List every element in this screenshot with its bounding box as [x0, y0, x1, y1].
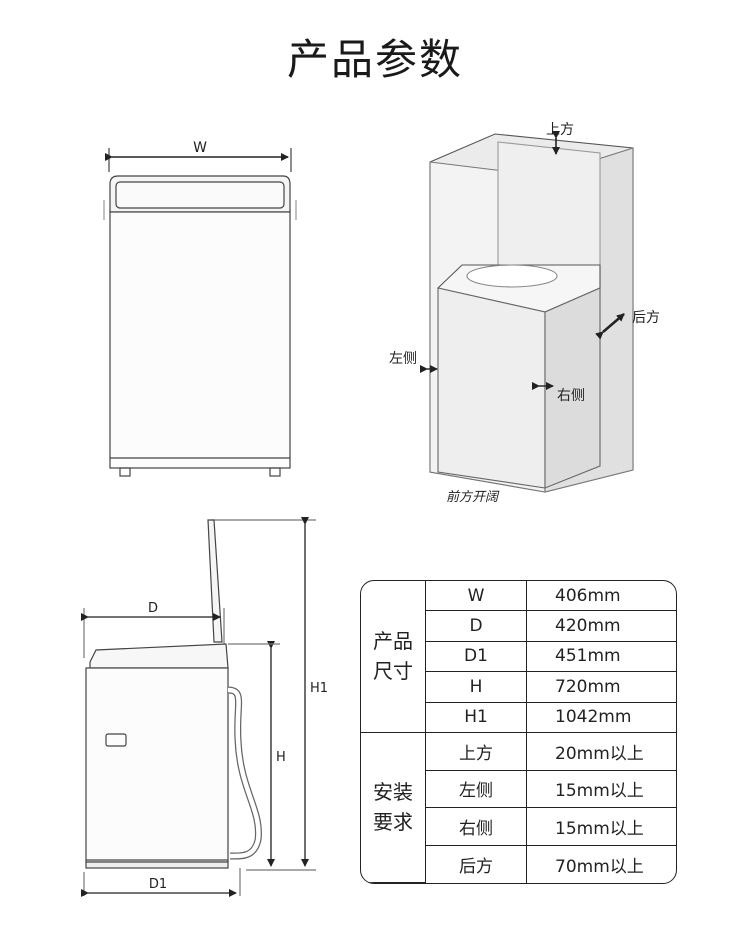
back-clearance-label: 后方 [632, 310, 660, 326]
table-row: H 720mm [361, 671, 676, 703]
spec-key: D1 [425, 640, 527, 673]
left-clearance-label: 左侧 [389, 351, 417, 367]
table-row: 安装 要求 上方 20mm以上 [361, 731, 676, 883]
group-label-size: 产品 尺寸 [361, 581, 426, 733]
right-clearance-label: 右侧 [557, 388, 585, 404]
table-row: 后方 70mm以上 [361, 845, 676, 883]
spec-value: 451mm [526, 640, 676, 673]
spec-value: 15mm以上 [526, 769, 676, 809]
spec-value: 420mm [526, 610, 676, 642]
table-row: 左侧 15mm以上 [361, 769, 676, 809]
spec-key: 上方 [425, 731, 527, 771]
spec-key: D [425, 610, 527, 642]
spec-value: 20mm以上 [526, 731, 676, 771]
page-title: 产品参数 [286, 35, 463, 84]
depth-label: D [148, 601, 158, 616]
spec-table: 产品 尺寸 W 406mm D 420mm D1 451mm H 720mm H… [360, 580, 677, 884]
spec-key: H1 [425, 701, 527, 733]
spec-key: H [425, 671, 527, 703]
front-view-diagram [103, 148, 297, 477]
table-row: 产品 尺寸 W 406mm [361, 581, 676, 733]
table-row: H1 1042mm [361, 701, 676, 733]
depth1-label: D1 [149, 877, 167, 892]
spec-value: 70mm以上 [526, 845, 676, 883]
spec-key: 后方 [425, 845, 527, 883]
table-row: D 420mm [361, 610, 676, 642]
width-label: W [193, 140, 207, 156]
top-clearance-label: 上方 [546, 122, 574, 138]
height1-label: H1 [310, 681, 328, 696]
table-row: 右侧 15mm以上 [361, 807, 676, 847]
side-view-diagram [81, 517, 316, 897]
front-open-label: 前方开阔 [446, 490, 500, 505]
spec-key: W [425, 581, 527, 612]
clearance-diagram [420, 131, 634, 493]
spec-value: 406mm [526, 581, 676, 612]
spec-value: 15mm以上 [526, 807, 676, 847]
spec-key: 右侧 [425, 807, 527, 847]
spec-key: 左侧 [425, 769, 527, 809]
height-label: H [276, 750, 286, 765]
spec-value: 1042mm [526, 701, 676, 733]
group-label-install: 安装 要求 [361, 731, 426, 883]
spec-value: 720mm [526, 671, 676, 703]
